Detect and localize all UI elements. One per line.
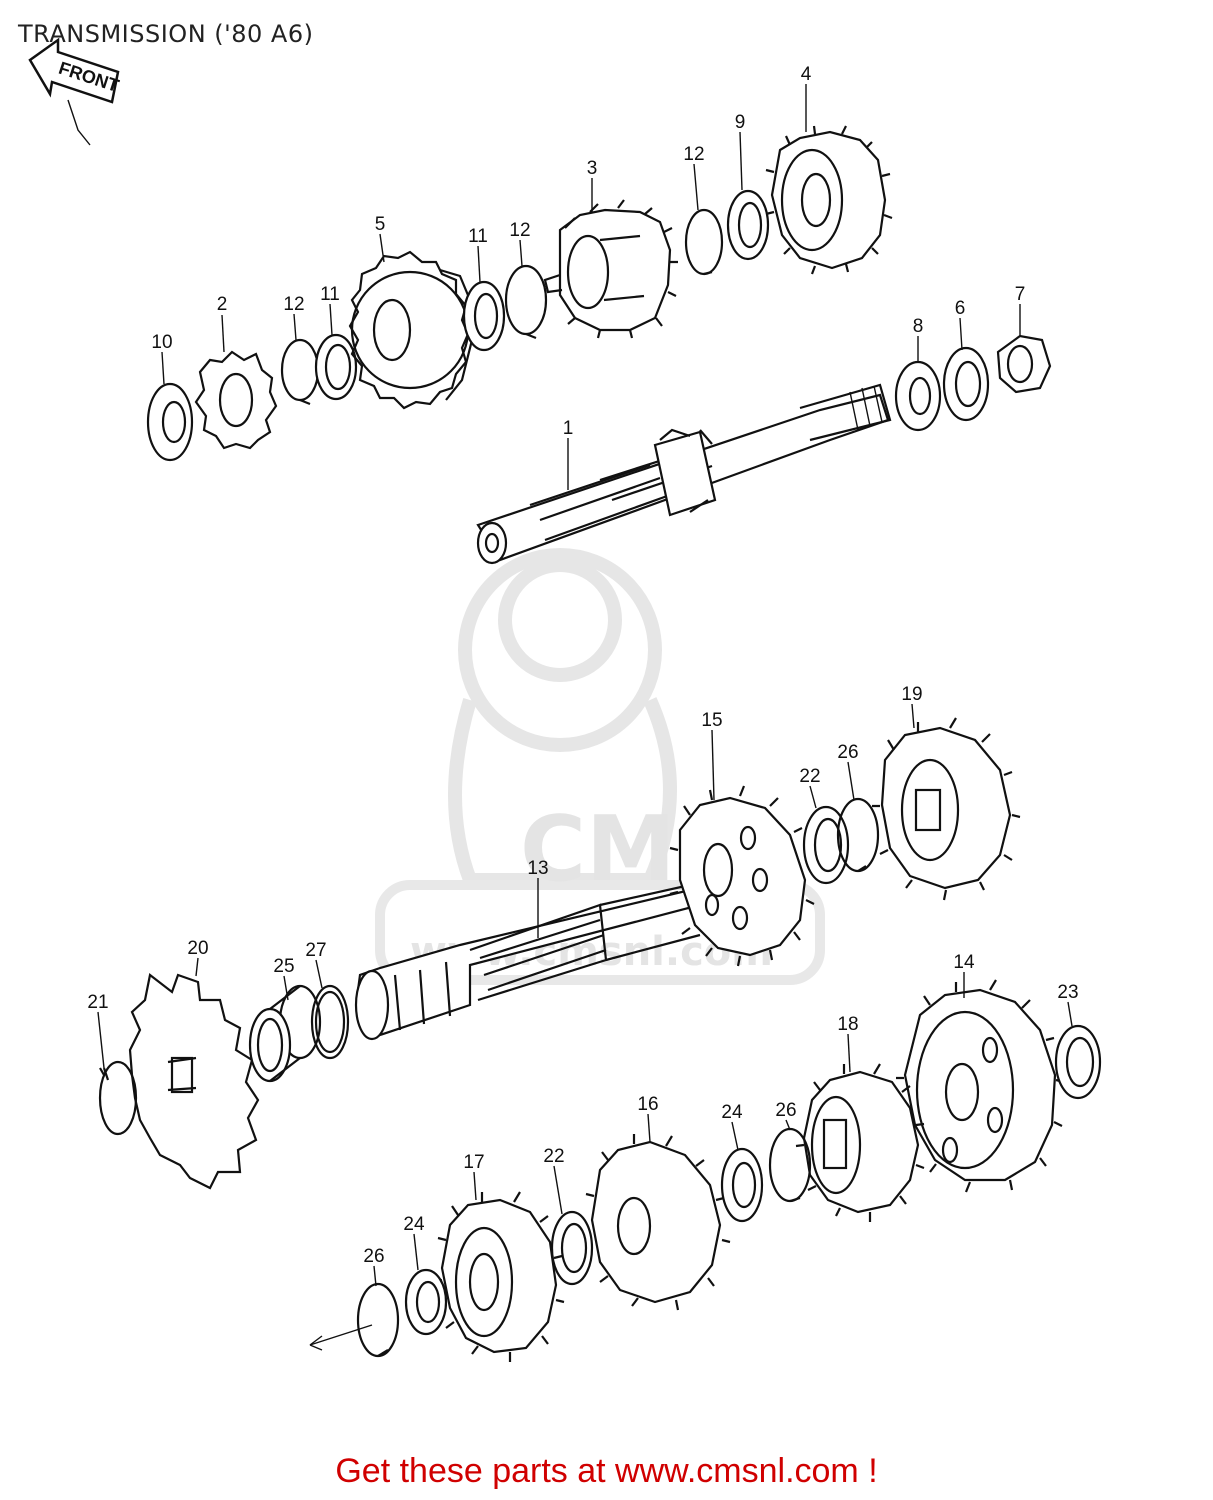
- part-12-circlip-a: [280, 338, 320, 406]
- callout-labels: 1 2 3 4 5 6 7 8 9 10 11 11 12 12 12 13 1…: [87, 64, 1078, 1267]
- part-10-washer: [146, 382, 194, 462]
- part-17-gear: [433, 1191, 565, 1362]
- callout-9: 9: [735, 112, 746, 133]
- callout-18: 18: [837, 1014, 858, 1035]
- callout-11b: 11: [468, 226, 488, 247]
- callout-1: 1: [563, 418, 574, 439]
- callout-17: 17: [463, 1152, 484, 1173]
- part-19-gear: [872, 717, 1021, 901]
- part-7-nut: [996, 334, 1052, 394]
- callout-6: 6: [955, 298, 966, 319]
- part-16-gear: [583, 1134, 731, 1311]
- callout-16: 16: [637, 1094, 658, 1115]
- callout-5: 5: [375, 214, 386, 235]
- part-5-gear: [348, 250, 474, 410]
- part-4-gear: [765, 125, 893, 275]
- callout-11a: 11: [320, 284, 340, 305]
- callout-22a: 22: [799, 766, 820, 787]
- callout-13: 13: [527, 858, 548, 879]
- callout-10: 10: [151, 332, 172, 353]
- part-12-circlip-b: [504, 264, 548, 340]
- callout-14: 14: [953, 952, 975, 973]
- callout-12a: 12: [283, 294, 304, 315]
- callout-7: 7: [1015, 284, 1026, 305]
- part-20-sprocket: [128, 973, 260, 1190]
- callout-25: 25: [273, 956, 294, 977]
- part-26-circlip-a: [836, 797, 880, 873]
- callout-4: 4: [801, 64, 812, 85]
- part-14-gear: [896, 979, 1065, 1193]
- callout-26b: 26: [775, 1100, 796, 1121]
- callout-19: 19: [901, 684, 922, 705]
- part-12-circlip-c: [684, 208, 724, 276]
- callout-22b: 22: [543, 1146, 564, 1167]
- callout-12c: 12: [683, 144, 704, 165]
- part-18-gear: [795, 1063, 925, 1222]
- part-24-washer-a: [720, 1147, 764, 1223]
- callout-26a: 26: [837, 742, 858, 763]
- part-27-ring: [310, 984, 350, 1060]
- part-22-washer-b: [550, 1210, 594, 1286]
- callout-27: 27: [305, 940, 326, 961]
- part-3-gear: [543, 199, 678, 339]
- callout-21: 21: [87, 992, 108, 1013]
- get-parts-link[interactable]: Get these parts at www.cmsnl.com !: [335, 1452, 878, 1490]
- part-21-circlip: [98, 1060, 138, 1136]
- part-11-washer-b: [462, 280, 506, 352]
- part-2-gear: [194, 350, 278, 450]
- callout-12b: 12: [509, 220, 530, 241]
- callout-24b: 24: [403, 1214, 425, 1235]
- callout-24a: 24: [721, 1102, 743, 1123]
- front-arrow-icon: FRONT: [28, 37, 121, 146]
- part-11-washer-a: [314, 333, 358, 401]
- part-8-washer: [894, 360, 942, 432]
- part-24-washer-b: [404, 1268, 448, 1336]
- callout-15: 15: [701, 710, 722, 731]
- part-15-gear: [669, 785, 815, 967]
- callout-3: 3: [587, 158, 598, 179]
- part-22-washer-a: [802, 805, 850, 885]
- callout-26c: 26: [363, 1246, 384, 1267]
- part-6-lock-washer: [942, 346, 990, 422]
- part-25-collar: [248, 984, 322, 1083]
- part-1-main-shaft: [476, 383, 892, 565]
- callout-20: 20: [187, 938, 208, 959]
- diagram-title: TRANSMISSION ('80 A6): [18, 20, 314, 48]
- callout-23: 23: [1057, 982, 1078, 1003]
- part-9-washer: [726, 189, 770, 261]
- callout-2: 2: [217, 294, 228, 315]
- part-26-circlip-b: [768, 1127, 812, 1203]
- part-26-circlip-c: [309, 1282, 400, 1358]
- part-23-washer: [1054, 1024, 1102, 1100]
- leader-lines: [97, 84, 1073, 1287]
- callout-8: 8: [913, 316, 924, 337]
